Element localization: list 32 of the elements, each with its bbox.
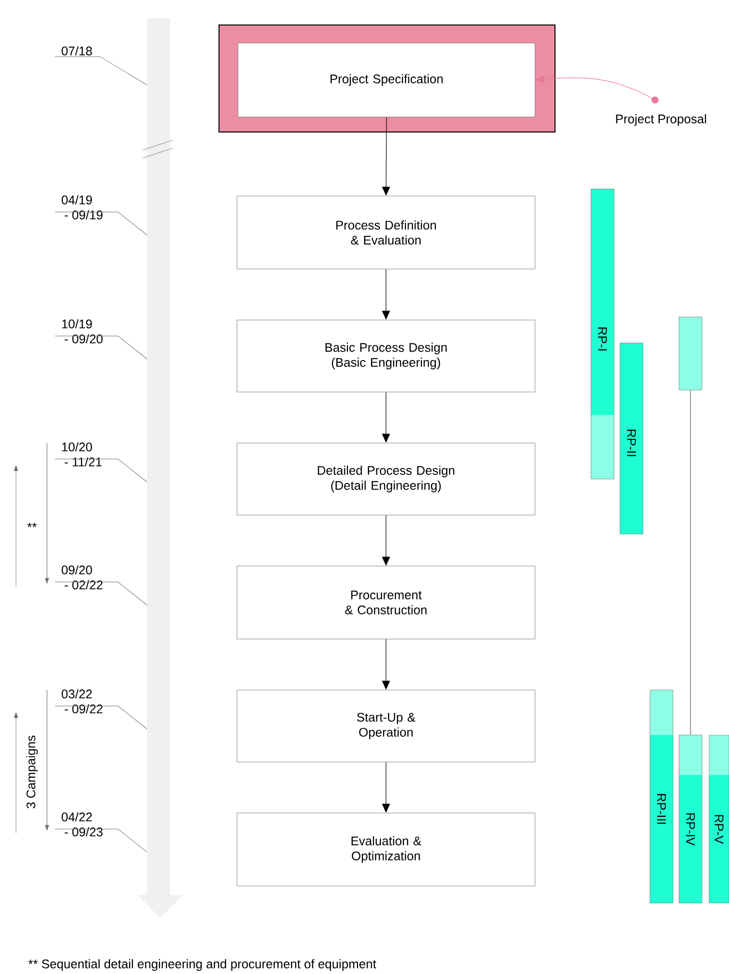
leader-line xyxy=(54,458,148,482)
timeline-bar: RP-V xyxy=(708,734,729,904)
process-box: Process Definition & Evaluation xyxy=(236,196,536,270)
timeline-bar: RP-III xyxy=(650,690,674,904)
process-box: Basic Process Design (Basic Engineering) xyxy=(236,320,536,392)
date-label: 07/18 xyxy=(62,46,92,56)
date-label: 04/22 - 09/23 xyxy=(62,812,103,836)
footnote: ** Sequential detail engineering and procurement of equipment xyxy=(28,959,376,971)
timeline-bar: RP-II xyxy=(620,342,644,534)
note-mark: ** xyxy=(27,522,37,528)
date-label: 04/19 - 09/19 xyxy=(62,195,103,220)
connector-line xyxy=(690,390,691,736)
date-label: 10/20 - 11/21 xyxy=(62,442,102,466)
timeline-bar: RP-I xyxy=(590,188,614,480)
leader-line xyxy=(54,828,148,852)
process-box: Evaluation & Optimization xyxy=(236,812,536,886)
campaign-label: 3 Campaigns xyxy=(26,736,38,808)
leader-line xyxy=(54,706,148,730)
leader-line xyxy=(54,56,148,86)
leader-line xyxy=(54,212,148,236)
framed-box: Project Specification xyxy=(218,24,556,132)
process-box: Detailed Process Design (Detail Engineering) xyxy=(236,442,536,516)
process-box: Start-Up & Operation xyxy=(236,690,536,762)
date-label: 09/20 - 02/22 xyxy=(62,565,102,590)
process-box: Procurement & Construction xyxy=(236,566,536,640)
source-label: Project Proposal xyxy=(616,114,706,126)
leader-line xyxy=(54,336,148,360)
leader-line xyxy=(54,582,148,606)
timeline-bar xyxy=(678,316,702,390)
timeline-bar: RP-IV xyxy=(678,734,702,904)
date-label: 10/19 - 09/20 xyxy=(62,319,103,344)
date-label: 03/22 - 09/22 xyxy=(62,689,102,714)
